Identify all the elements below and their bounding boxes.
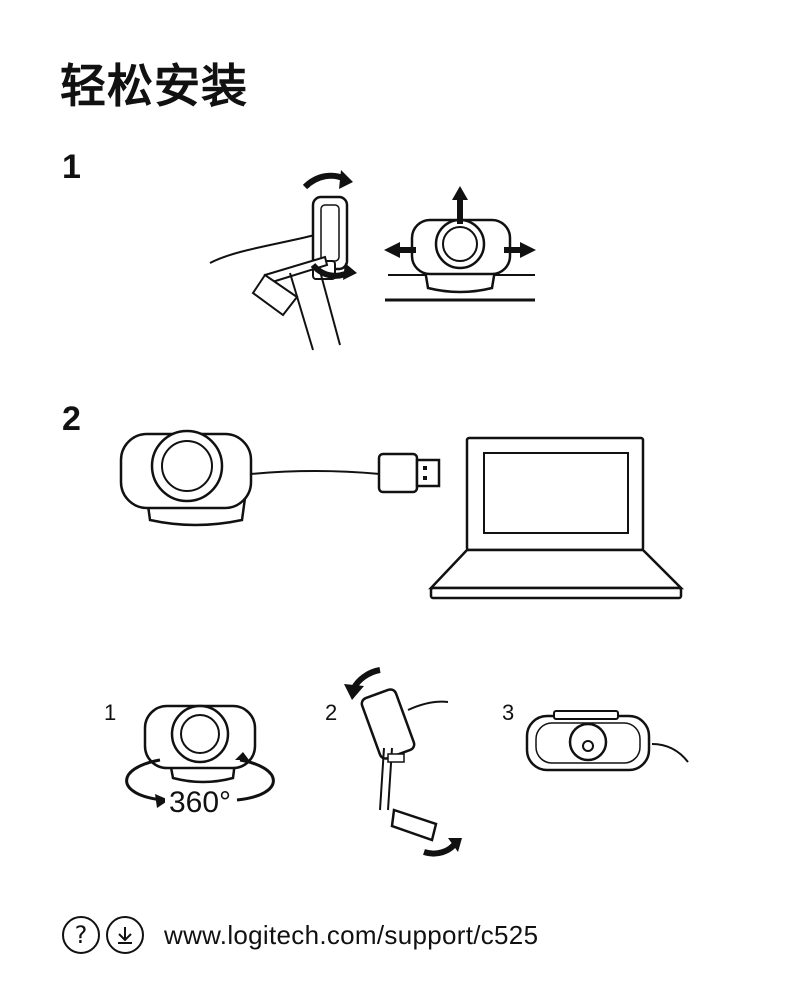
substep-number-1: 1 <box>104 700 117 725</box>
webcam-front-mount-illustration <box>384 186 536 302</box>
substep-number-3: 3 <box>502 700 515 725</box>
step-number-1: 1 <box>62 148 81 186</box>
download-icon <box>106 916 144 954</box>
webcam-side-mount-illustration <box>209 170 357 351</box>
webcam-tilt-illustration <box>344 667 462 857</box>
webcam-usb-laptop-illustration <box>119 429 685 600</box>
support-url-link[interactable]: www.logitech.com/support/c525 <box>164 919 539 950</box>
support-footer: ? www.logitech.com/support/c525 <box>62 916 538 954</box>
help-icon: ? <box>62 916 100 954</box>
page-title: 轻松安装 <box>60 59 248 113</box>
substep-number-2: 2 <box>325 700 338 725</box>
rotation-degrees-label: 360° <box>165 786 236 820</box>
webcam-rotate-360-illustration <box>125 704 275 808</box>
step-number-2: 2 <box>62 400 81 438</box>
webcam-top-view-illustration <box>525 710 689 772</box>
